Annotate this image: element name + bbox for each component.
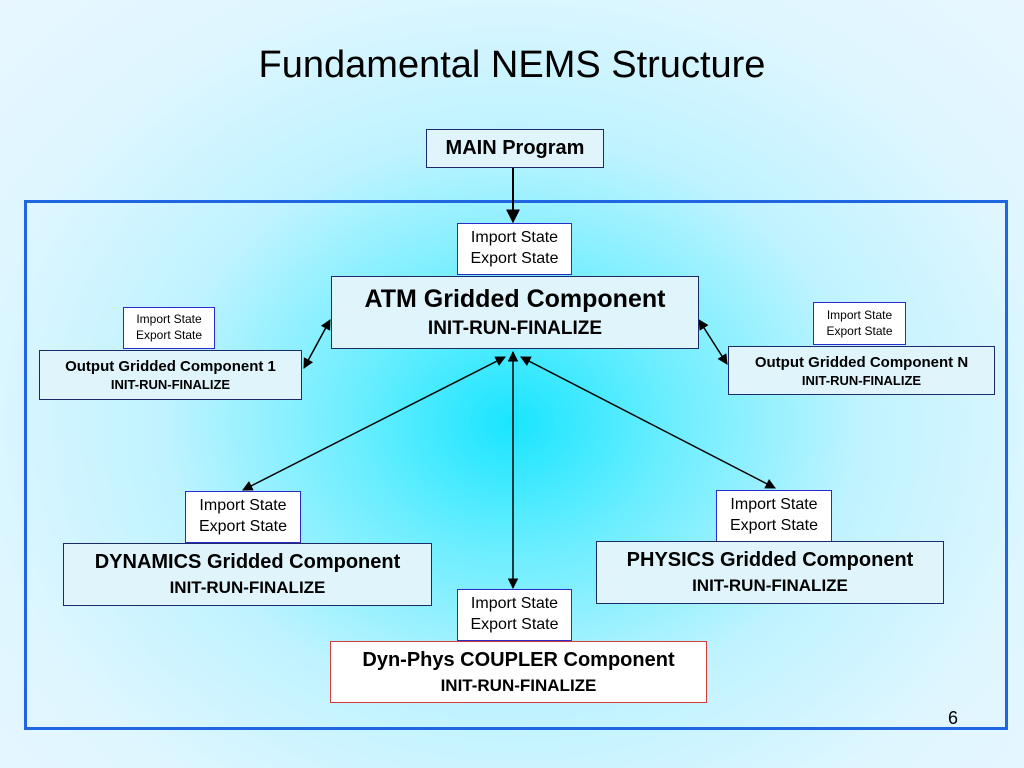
nems-frame (24, 200, 1008, 730)
dynamics-component-name: DYNAMICS Gridded Component (94, 551, 401, 573)
physics-component-box: PHYSICS Gridded Component INIT-RUN-FINAL… (596, 541, 944, 604)
export-state-label: Export State (198, 518, 288, 535)
outputn-component-sub: INIT-RUN-FINALIZE (801, 372, 922, 388)
import-state-label: Import State (136, 312, 202, 327)
arrow-atm-physics (520, 356, 776, 489)
import-state-label: Import State (730, 496, 818, 514)
output1-component-sub: INIT-RUN-FINALIZE (110, 377, 231, 392)
physics-component-name: PHYSICS Gridded Component (626, 549, 914, 571)
atm-component-box: ATM Gridded Component INIT-RUN-FINALIZE (331, 276, 699, 349)
coupler-component-name: Dyn-Phys COUPLER Component (362, 648, 675, 671)
coupler-component-sub: INIT-RUN-FINALIZE (440, 675, 597, 695)
physics-state-box: Import State Export State (716, 490, 832, 542)
arrow-atm-outputn (698, 319, 728, 365)
atm-component-name: ATM Gridded Component (364, 285, 666, 313)
output1-component-box: Output Gridded Component 1 INIT-RUN-FINA… (39, 350, 302, 400)
export-state-label: Export State (470, 616, 559, 633)
slide-title: Fundamental NEMS Structure (258, 44, 766, 86)
dynamics-component-box: DYNAMICS Gridded Component INIT-RUN-FINA… (63, 543, 432, 606)
export-state-label: Export State (470, 250, 559, 267)
dynamics-state-box: Import State Export State (185, 491, 301, 543)
arrow-atm-output1 (303, 319, 331, 369)
import-state-label: Import State (470, 595, 559, 613)
import-state-label: Import State (470, 229, 559, 247)
outputn-component-box: Output Gridded Component N INIT-RUN-FINA… (728, 346, 995, 395)
export-state-label: Export State (826, 323, 893, 338)
coupler-component-box: Dyn-Phys COUPLER Component INIT-RUN-FINA… (330, 641, 707, 703)
outputn-state-box: Import State Export State (813, 302, 906, 345)
arrow-atm-dynamics (242, 356, 506, 491)
main-program-label: MAIN Program (445, 137, 585, 159)
outputn-component-name: Output Gridded Component N (754, 353, 969, 371)
physics-component-sub: INIT-RUN-FINALIZE (692, 576, 848, 595)
output1-state-box: Import State Export State (123, 307, 215, 349)
export-state-label: Export State (729, 517, 819, 534)
dynamics-component-sub: INIT-RUN-FINALIZE (169, 578, 326, 597)
atm-state-box: Import State Export State (457, 223, 572, 275)
import-state-label: Import State (199, 497, 287, 515)
atm-component-sub: INIT-RUN-FINALIZE (427, 318, 603, 339)
main-program-box: MAIN Program (426, 129, 604, 168)
coupler-state-box: Import State Export State (457, 589, 572, 641)
export-state-label: Export State (135, 328, 203, 342)
output1-component-name: Output Gridded Component 1 (65, 358, 276, 375)
import-state-label: Import State (826, 307, 893, 322)
page-number: 6 (948, 708, 959, 728)
